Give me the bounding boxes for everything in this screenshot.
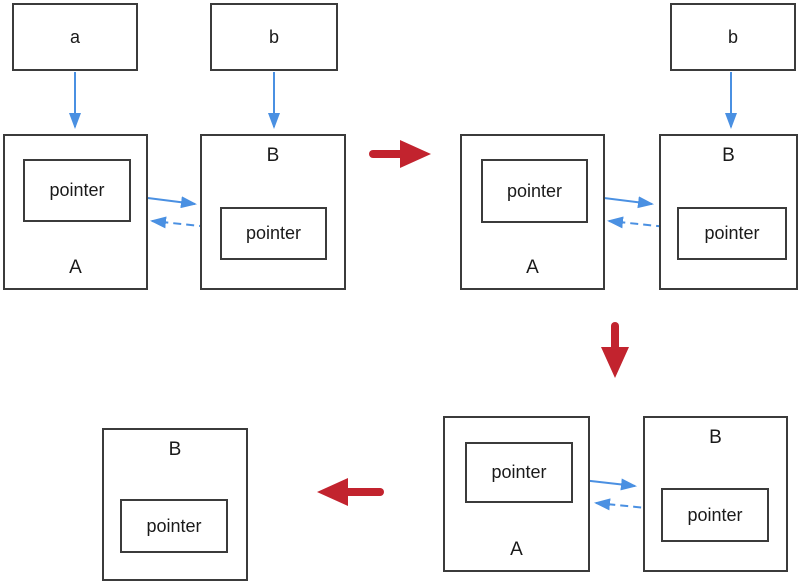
state2-object-b-label: B [722, 145, 735, 166]
state3-object-b-pointer-label: pointer [687, 504, 743, 525]
state2-object-a-label: A [526, 257, 539, 278]
state3-object-a-box: pointer A [443, 416, 590, 572]
state1-object-b-pointer-label: pointer [245, 223, 302, 243]
state1-var-a-label: a [69, 26, 80, 47]
state2-object-a-pointer-box: pointer [481, 159, 588, 223]
state2-var-b-box: b [670, 3, 796, 71]
state2-var-b-label: b [727, 26, 738, 47]
state1-object-a-box: pointer A [3, 134, 148, 290]
state2-object-b-pointer-label: pointer [704, 223, 760, 243]
state3-object-a-label: A [510, 539, 523, 560]
state1-object-a-label: A [69, 257, 82, 278]
state2-object-a-pointer-label: pointer [506, 180, 563, 201]
state3-object-b-pointer-box: pointer [661, 488, 769, 542]
state2-object-b-box: B pointer [659, 134, 798, 290]
state1-object-b-pointer-box: pointer [220, 207, 327, 260]
state3-object-b-box: B pointer [643, 416, 788, 572]
state1-var-a-box: a [12, 3, 138, 71]
state3-object-a-pointer-label: pointer [491, 462, 547, 482]
state1-var-b-label: b [268, 26, 279, 47]
state2-object-b-pointer-box: pointer [677, 207, 787, 260]
state1-object-a-pointer-label: pointer [49, 180, 105, 200]
state3-object-a-pointer-box: pointer [465, 442, 573, 503]
state1-object-b-box: B pointer [200, 134, 346, 290]
state4-object-b-label: B [168, 439, 182, 460]
state4-object-b-pointer-label: pointer [146, 515, 202, 536]
state4-object-b-box: B pointer [102, 428, 248, 581]
state1-var-b-box: b [210, 3, 338, 71]
state4-object-b-pointer-box: pointer [120, 499, 228, 553]
state2-object-a-box: pointer A [460, 134, 605, 290]
state1-object-b-label: B [266, 145, 280, 166]
state3-object-b-label: B [709, 427, 722, 448]
state1-object-a-pointer-box: pointer [23, 159, 131, 222]
